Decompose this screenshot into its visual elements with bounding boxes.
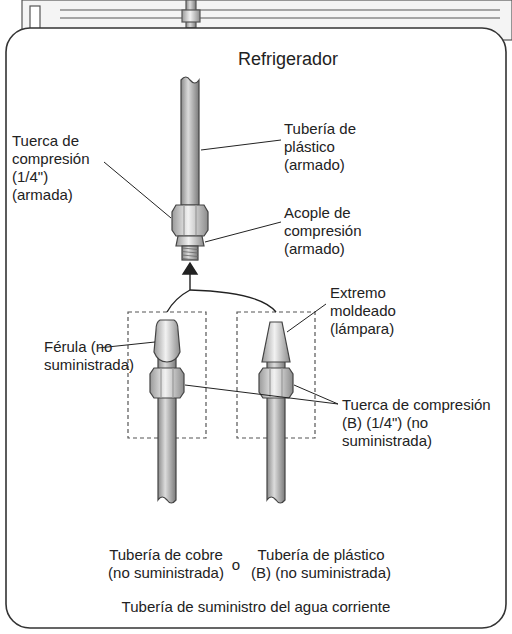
- ferrule: [154, 320, 180, 362]
- part-label: o: [228, 556, 244, 574]
- fridge-fitting: [172, 77, 208, 260]
- compression-nut: [259, 368, 293, 398]
- panel-caption: Tubería de suministro del agua corriente: [20, 598, 492, 616]
- part-label: Extremo moldeado (lámpara): [330, 284, 440, 338]
- part-label: Tubería de cobre (no suministrada): [104, 546, 228, 582]
- connection-arrow: [167, 263, 276, 312]
- part-label: Tuerca de compresión (1/4") (armada): [12, 132, 108, 204]
- compression-nut: [150, 368, 184, 398]
- molded-end: [262, 322, 290, 362]
- copper-tube: [150, 320, 184, 503]
- panel-title: Refrigerador: [200, 50, 376, 68]
- part-label: Tuerca de compresión (B) (1/4") (no sumi…: [342, 396, 492, 450]
- part-label: Tubería de plástico (armado): [284, 120, 384, 174]
- part-label: Férula (no suministrada): [44, 338, 152, 374]
- part-label: Acople de compresión (armado): [284, 204, 394, 258]
- plastic-tube-b: [259, 322, 293, 503]
- part-label: Tubería de plástico (B) (no suministrada…: [246, 546, 396, 582]
- callout-bubble: [6, 28, 506, 628]
